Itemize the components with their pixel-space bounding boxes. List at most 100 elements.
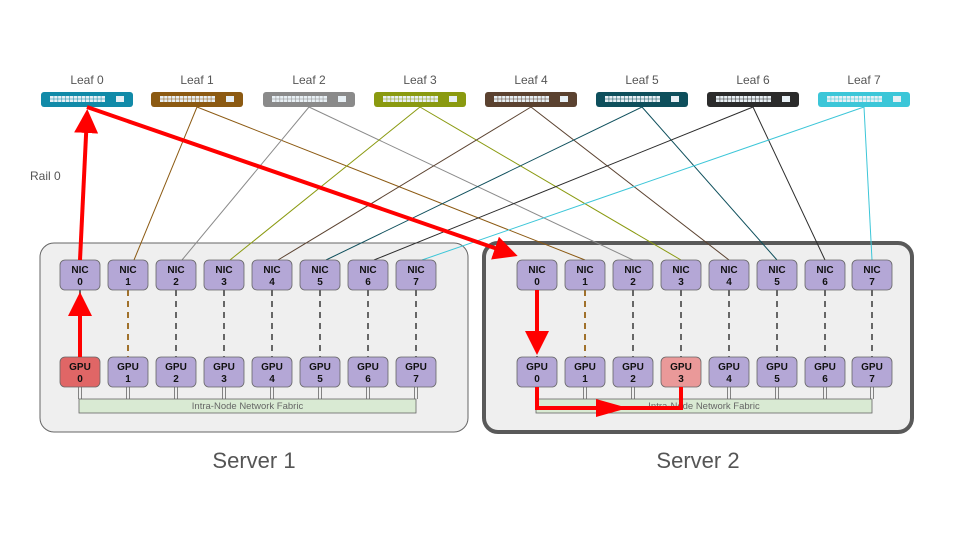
gpu-index: 0 — [77, 374, 83, 385]
leaf-switch-7[interactable]: Leaf 7 — [818, 73, 910, 107]
nic-label: NIC — [311, 265, 328, 276]
nic-label: NIC — [576, 265, 593, 276]
leaf-switch-0[interactable]: Leaf 0 — [41, 73, 133, 107]
nic-label: NIC — [71, 265, 88, 276]
fabric-arrow-icon — [596, 399, 628, 417]
uplink-port-icon — [782, 96, 790, 102]
gpu-label: GPU — [261, 362, 283, 373]
gpu-index: 6 — [822, 374, 828, 385]
leaf-label: Leaf 5 — [625, 73, 659, 87]
rail-link-leaf6-server1 — [373, 106, 754, 261]
nic-label: NIC — [263, 265, 280, 276]
gpu-label: GPU — [69, 362, 91, 373]
nic-index: 6 — [365, 277, 371, 288]
uplink-port-icon — [560, 96, 568, 102]
uplink-port-icon — [226, 96, 234, 102]
gpu-label: GPU — [213, 362, 235, 373]
fabric-label: Intra-Node Network Fabric — [648, 401, 760, 412]
nic-index: 5 — [317, 277, 323, 288]
gpu-label: GPU — [309, 362, 331, 373]
path-nic0-to-leaf0 — [74, 109, 99, 261]
leaf-label: Leaf 0 — [70, 73, 104, 87]
gpu-index: 4 — [726, 374, 732, 385]
uplink-port-icon — [449, 96, 457, 102]
nic-label: NIC — [119, 265, 136, 276]
uplink-port-icon — [116, 96, 124, 102]
gpu-label: GPU — [165, 362, 187, 373]
rail-link-leaf6-server2 — [752, 106, 826, 261]
server-1-components: Intra-Node Network FabricNIC0GPU0NIC1GPU… — [59, 259, 437, 414]
leaf-switch-3[interactable]: Leaf 3 — [374, 73, 466, 107]
nic-index: 6 — [822, 277, 828, 288]
leaf-switch-1[interactable]: Leaf 1 — [151, 73, 243, 107]
rail-link-leaf1-server1 — [133, 106, 198, 261]
nic-label: NIC — [215, 265, 232, 276]
gpu-index: 6 — [365, 374, 371, 385]
gpu-label: GPU — [405, 362, 427, 373]
server-label: Server 2 — [656, 448, 739, 473]
gpu-label: GPU — [861, 362, 883, 373]
gpu-label: GPU — [718, 362, 740, 373]
rail-link-leaf3-server1 — [229, 106, 421, 261]
leaf-label: Leaf 3 — [403, 73, 437, 87]
nic-index: 4 — [269, 277, 275, 288]
nic-index: 5 — [774, 277, 780, 288]
fabric-label: Intra-Node Network Fabric — [192, 401, 304, 412]
gpu-index: 7 — [869, 374, 875, 385]
leaf-switch-6[interactable]: Leaf 6 — [707, 73, 799, 107]
nic-index: 7 — [413, 277, 419, 288]
nic-label: NIC — [624, 265, 641, 276]
uplink-port-icon — [893, 96, 901, 102]
nic-index: 1 — [582, 277, 588, 288]
gpu-index: 3 — [221, 374, 227, 385]
rail-link-leaf3-server2 — [419, 106, 682, 261]
leaf-switch-4[interactable]: Leaf 4 — [485, 73, 577, 107]
nic-index: 4 — [726, 277, 732, 288]
nic-label: NIC — [672, 265, 689, 276]
gpu-label: GPU — [766, 362, 788, 373]
nic-label: NIC — [407, 265, 424, 276]
nic-index: 0 — [534, 277, 540, 288]
gpu-label: GPU — [670, 362, 692, 373]
leaf-label: Leaf 6 — [736, 73, 770, 87]
gpu-label: GPU — [814, 362, 836, 373]
leaf-switch-5[interactable]: Leaf 5 — [596, 73, 688, 107]
gpu-label: GPU — [526, 362, 548, 373]
nic-index: 3 — [221, 277, 227, 288]
leaf-switch-2[interactable]: Leaf 2 — [263, 73, 355, 107]
gpu-label: GPU — [622, 362, 644, 373]
nic-index: 7 — [869, 277, 875, 288]
